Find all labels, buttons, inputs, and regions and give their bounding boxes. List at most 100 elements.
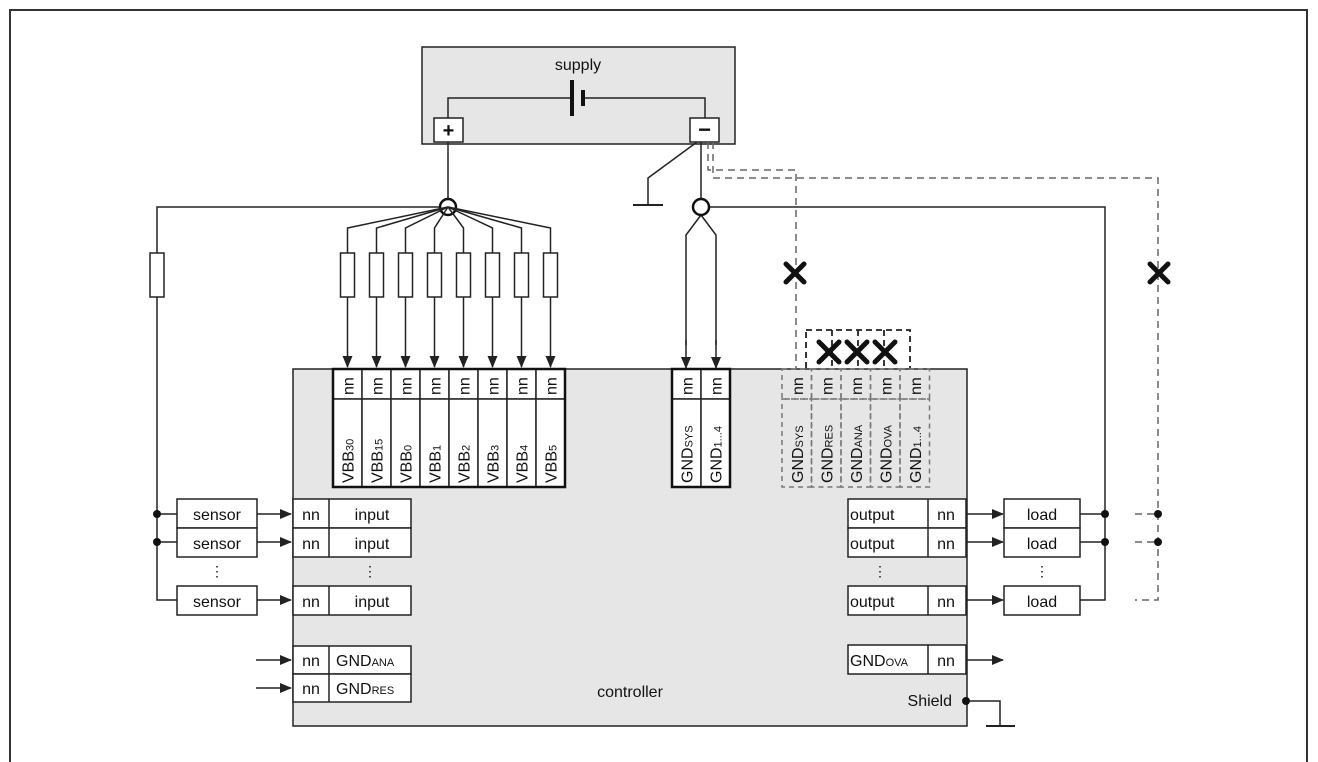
gnd-ana-label: GNDANA xyxy=(336,653,395,670)
shield-label: Shield xyxy=(908,693,952,710)
load-label: load xyxy=(1027,594,1057,611)
sensor-label: sensor xyxy=(193,594,242,611)
ground-wire-arrows xyxy=(681,340,721,369)
input-nn: nn xyxy=(302,594,320,611)
terminal-label: GND1...4 xyxy=(908,426,925,483)
nn-label: nn xyxy=(428,377,445,395)
output-ellipsis: ⋮ xyxy=(873,563,887,579)
output-label: output xyxy=(850,594,895,611)
nn-label: nn xyxy=(486,377,503,395)
vbb-fuse xyxy=(447,206,472,368)
terminal-label: VBB30 xyxy=(341,439,358,483)
dashed-wiring xyxy=(707,142,1159,601)
gnd-res-nn: nn xyxy=(302,681,320,698)
cross-mark-icon xyxy=(872,339,898,365)
input-nn: nn xyxy=(302,536,320,553)
gnd-ova-nn: nn xyxy=(937,653,955,670)
terminal-label: VBB1 xyxy=(428,445,445,483)
shield-terminal xyxy=(962,697,970,705)
gnd-res-row: nn GNDRES xyxy=(256,673,412,703)
sensor-ellipsis: ⋮ xyxy=(210,563,224,579)
supply-box: supply + − xyxy=(421,46,736,145)
nn-label: nn xyxy=(849,377,866,395)
sensor-row: sensor nn input xyxy=(153,498,412,529)
terminal-label: VBB0 xyxy=(399,445,416,483)
input-label: input xyxy=(355,594,390,611)
terminal-label: VBB15 xyxy=(370,439,387,483)
nn-label: nn xyxy=(399,377,416,395)
sensor-row: sensor nn input xyxy=(153,527,412,558)
output-row: output nn load xyxy=(847,585,1081,616)
terminal-label: GNDANA xyxy=(849,424,866,483)
gnd-ana-row: nn GNDANA xyxy=(256,645,412,675)
nn-label: nn xyxy=(878,377,895,395)
terminal-label: GNDRES xyxy=(819,425,836,483)
nn-label: nn xyxy=(709,377,726,395)
output-row: output nn load xyxy=(847,527,1162,558)
output-label: output xyxy=(850,507,895,524)
supply-label: supply xyxy=(555,57,601,74)
terminal-label: GNDSYS xyxy=(790,425,807,483)
load-label: load xyxy=(1027,536,1057,553)
vbb-fuse xyxy=(368,206,449,368)
terminal-label: VBB4 xyxy=(515,445,532,483)
supply-minus-terminal xyxy=(689,117,720,143)
nn-label: nn xyxy=(457,377,474,395)
terminal-label: GNDSYS xyxy=(680,425,697,483)
load-ellipsis: ⋮ xyxy=(1035,563,1049,579)
terminal-label: GND1...4 xyxy=(709,426,726,483)
input-nn: nn xyxy=(302,507,320,524)
nn-label: nn xyxy=(680,377,697,395)
terminal-label: VBB5 xyxy=(544,445,561,483)
nn-label: nn xyxy=(544,377,561,395)
sensor-row: sensor nn input xyxy=(176,585,412,616)
input-ellipsis: ⋮ xyxy=(363,563,377,579)
cross-mark-icon xyxy=(783,261,807,285)
nn-label: nn xyxy=(341,377,358,395)
gnd-ova-row: GNDOVA nn xyxy=(847,644,1004,675)
nn-label: nn xyxy=(819,377,836,395)
nn-label: nn xyxy=(790,377,807,395)
input-label: input xyxy=(355,507,390,524)
cross-mark-icon xyxy=(1147,261,1171,285)
vbb-fuse xyxy=(397,206,449,368)
nn-label: nn xyxy=(908,377,925,395)
vbb-terminal-block: nnVBB30nnVBB15nnVBB0nnVBB1nnVBB2nnVBB3nn… xyxy=(331,367,567,489)
nn-label: nn xyxy=(370,377,387,395)
minus-sign: − xyxy=(698,117,711,142)
vbb-fuse xyxy=(447,206,559,368)
load-label: load xyxy=(1027,507,1057,524)
output-nn: nn xyxy=(937,536,955,553)
controller-label: controller xyxy=(597,684,663,701)
output-row: output nn load xyxy=(847,498,1162,529)
ground-node xyxy=(691,197,711,217)
input-label: input xyxy=(355,536,390,553)
gnd-res-label: GNDRES xyxy=(336,681,394,698)
terminal-label: GNDOVA xyxy=(878,424,895,483)
vbb-fuse xyxy=(447,206,530,368)
vbb-fuse xyxy=(447,206,501,368)
terminal-label: VBB2 xyxy=(457,445,474,483)
nn-label: nn xyxy=(515,377,532,395)
plus-sign: + xyxy=(443,120,455,142)
output-nn: nn xyxy=(937,507,955,524)
cross-marks xyxy=(783,261,1171,365)
figure-frame xyxy=(9,9,1308,762)
terminal-label: VBB3 xyxy=(486,445,503,483)
shield-ground xyxy=(966,700,1015,727)
cross-mark-icon xyxy=(844,339,870,365)
vbb-fuse xyxy=(339,206,449,368)
sensor-label: sensor xyxy=(193,507,242,524)
